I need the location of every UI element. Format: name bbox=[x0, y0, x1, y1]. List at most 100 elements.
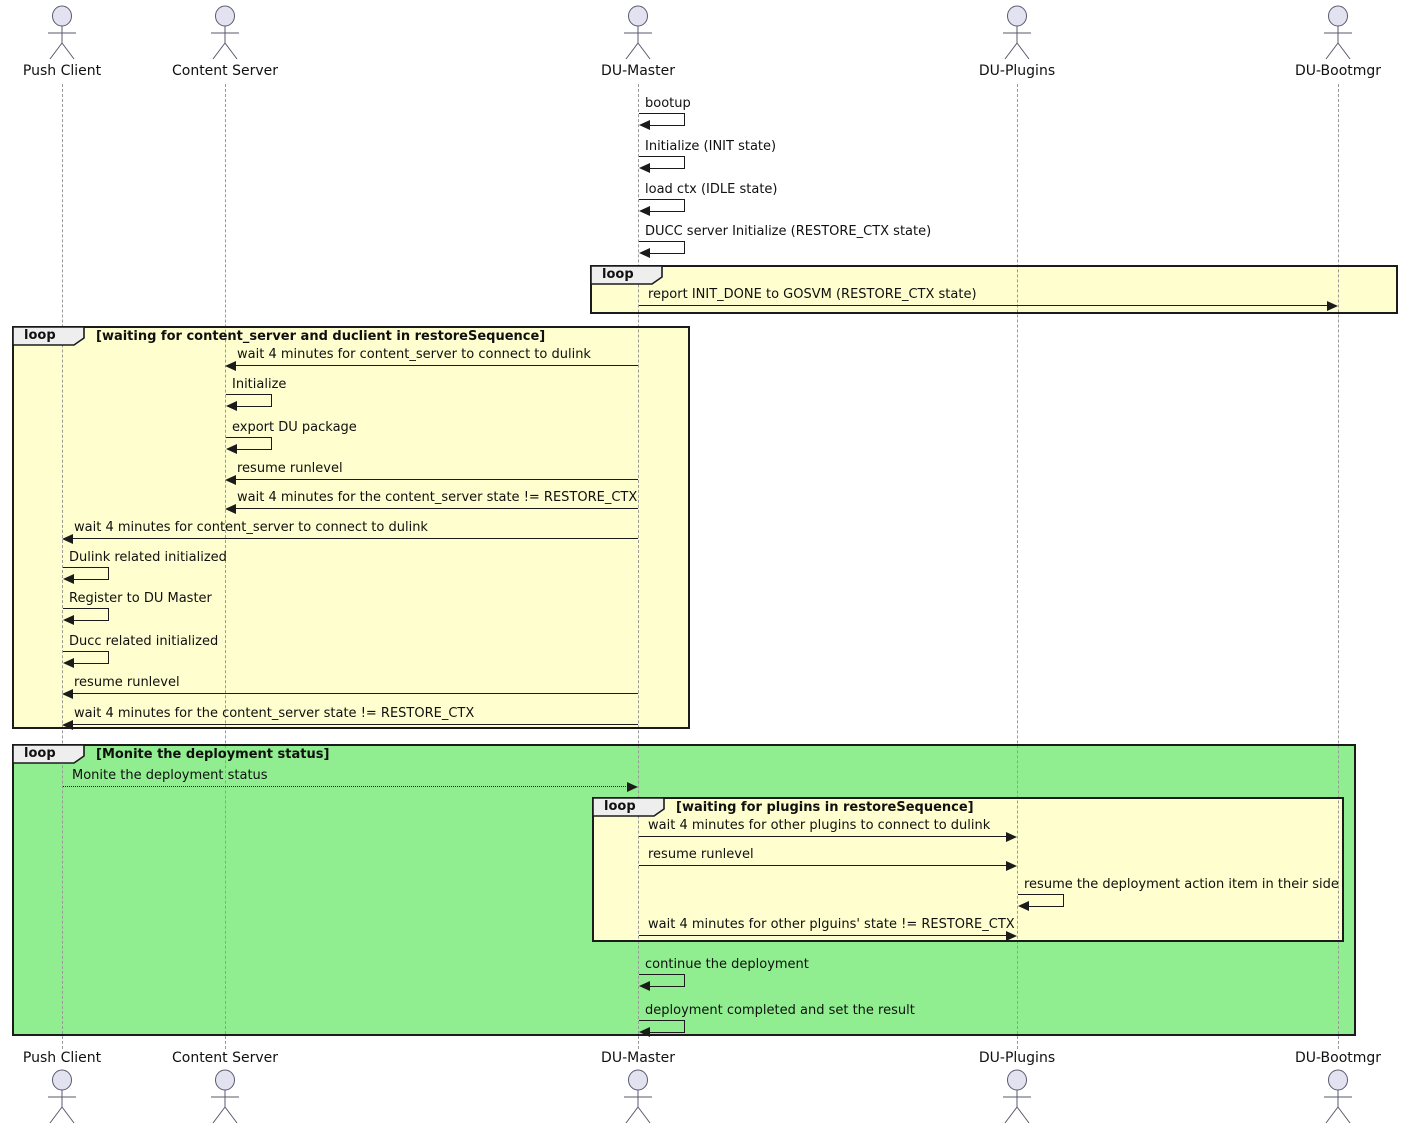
self-message-arrowhead bbox=[1018, 901, 1029, 911]
message-arrowhead bbox=[225, 361, 236, 371]
self-message-arrow bbox=[639, 974, 685, 975]
actor-figure-top-0 bbox=[42, 4, 82, 60]
self-message-arrow bbox=[684, 156, 685, 168]
self-message-arrow bbox=[649, 211, 685, 212]
actor-label-top-3: DU-Plugins bbox=[978, 63, 1056, 79]
self-message-arrow bbox=[649, 253, 685, 254]
message-label: wait 4 minutes for the content_server st… bbox=[74, 706, 475, 721]
lifeline-0 bbox=[62, 84, 63, 1049]
message-arrowhead bbox=[62, 689, 73, 699]
message-label: resume runlevel bbox=[74, 675, 180, 690]
actor-figure-top-1 bbox=[205, 4, 245, 60]
self-message-label: continue the deployment bbox=[645, 957, 809, 972]
lifeline-1 bbox=[225, 84, 226, 1049]
self-message-arrowhead bbox=[226, 444, 237, 454]
message-line bbox=[73, 724, 638, 725]
message-line bbox=[236, 479, 638, 480]
self-message-arrow bbox=[684, 199, 685, 211]
self-message-arrow bbox=[639, 1020, 685, 1021]
actor-label-bottom-0: Push Client bbox=[22, 1050, 102, 1066]
self-message-label: bootup bbox=[645, 96, 691, 111]
self-message-arrow bbox=[73, 663, 109, 664]
loop-fragment-2 bbox=[12, 744, 1356, 1036]
loop-tab-3 bbox=[592, 797, 666, 817]
loop-condition: [waiting for content_server and duclient… bbox=[96, 329, 546, 344]
self-message-arrow bbox=[108, 567, 109, 579]
loop-tab-label: loop bbox=[604, 799, 636, 814]
message-label: wait 4 minutes for content_server to con… bbox=[237, 347, 591, 362]
self-message-arrow bbox=[73, 620, 109, 621]
lifeline-2 bbox=[638, 84, 639, 1049]
self-message-arrowhead bbox=[639, 120, 650, 130]
loop-tab-1 bbox=[12, 326, 86, 346]
message-label: wait 4 minutes for other plugins to conn… bbox=[648, 818, 991, 833]
self-message-arrow bbox=[226, 437, 272, 438]
message-line bbox=[639, 935, 1007, 936]
actor-label-bottom-2: DU-Master bbox=[601, 1050, 675, 1066]
loop-tab-2 bbox=[12, 744, 86, 764]
self-message-arrow bbox=[684, 1020, 685, 1032]
message-label: resume runlevel bbox=[237, 461, 343, 476]
self-message-arrow bbox=[1018, 894, 1064, 895]
message-arrowhead bbox=[225, 504, 236, 514]
loop-tab-0 bbox=[590, 265, 664, 285]
self-message-arrow bbox=[649, 1032, 685, 1033]
self-message-arrow bbox=[639, 241, 685, 242]
self-message-arrow bbox=[236, 406, 272, 407]
loop-fragment-3 bbox=[592, 797, 1344, 942]
self-message-arrow bbox=[684, 241, 685, 253]
actor-figure-bottom-1 bbox=[205, 1068, 245, 1124]
message-arrowhead bbox=[62, 534, 73, 544]
message-arrowhead bbox=[627, 782, 638, 792]
self-message-arrow bbox=[649, 986, 685, 987]
self-message-arrow bbox=[108, 651, 109, 663]
message-label: report INIT_DONE to GOSVM (RESTORE_CTX s… bbox=[648, 287, 977, 302]
self-message-arrow bbox=[639, 156, 685, 157]
self-message-arrowhead bbox=[639, 1027, 650, 1037]
message-line bbox=[236, 365, 638, 366]
self-message-label: Ducc related initialized bbox=[69, 634, 219, 649]
message-label: wait 4 minutes for the content_server st… bbox=[237, 490, 638, 505]
self-message-arrowhead bbox=[63, 615, 74, 625]
self-message-arrow bbox=[63, 608, 109, 609]
self-message-label: load ctx (IDLE state) bbox=[645, 182, 778, 197]
message-arrowhead bbox=[1006, 832, 1017, 842]
message-arrowhead bbox=[62, 720, 73, 730]
message-label: wait 4 minutes for other plguins' state … bbox=[648, 917, 1015, 932]
message-line bbox=[639, 305, 1328, 306]
loop-tab-label: loop bbox=[602, 267, 634, 282]
self-message-arrow bbox=[684, 974, 685, 986]
self-message-label: resume the deployment action item in the… bbox=[1024, 877, 1339, 892]
message-arrowhead bbox=[1327, 301, 1338, 311]
self-message-arrowhead bbox=[639, 981, 650, 991]
self-message-arrowhead bbox=[63, 658, 74, 668]
message-label: wait 4 minutes for content_server to con… bbox=[74, 520, 428, 535]
message-label: Monite the deployment status bbox=[72, 768, 268, 783]
actor-label-top-2: DU-Master bbox=[601, 63, 675, 79]
self-message-label: export DU package bbox=[232, 420, 357, 435]
self-message-arrowhead bbox=[639, 206, 650, 216]
self-message-arrowhead bbox=[639, 163, 650, 173]
actor-label-top-1: Content Server bbox=[171, 63, 279, 79]
self-message-arrow bbox=[63, 651, 109, 652]
actor-label-bottom-4: DU-Bootmgr bbox=[1294, 1050, 1382, 1066]
self-message-arrow bbox=[108, 608, 109, 620]
message-line bbox=[73, 693, 638, 694]
message-line bbox=[236, 508, 638, 509]
self-message-arrowhead bbox=[63, 574, 74, 584]
actor-label-bottom-1: Content Server bbox=[171, 1050, 279, 1066]
actor-label-top-4: DU-Bootmgr bbox=[1294, 63, 1382, 79]
self-message-arrow bbox=[236, 449, 272, 450]
actor-figure-bottom-2 bbox=[618, 1068, 658, 1124]
loop-condition: [Monite the deployment status] bbox=[96, 747, 330, 762]
message-line bbox=[63, 786, 628, 787]
self-message-arrow bbox=[649, 125, 685, 126]
message-line bbox=[73, 538, 638, 539]
actor-figure-bottom-0 bbox=[42, 1068, 82, 1124]
actor-figure-bottom-4 bbox=[1318, 1068, 1358, 1124]
self-message-arrow bbox=[271, 394, 272, 406]
loop-fragment-fill-1 bbox=[12, 326, 690, 729]
actor-figure-top-3 bbox=[997, 4, 1037, 60]
message-arrowhead bbox=[1006, 931, 1017, 941]
